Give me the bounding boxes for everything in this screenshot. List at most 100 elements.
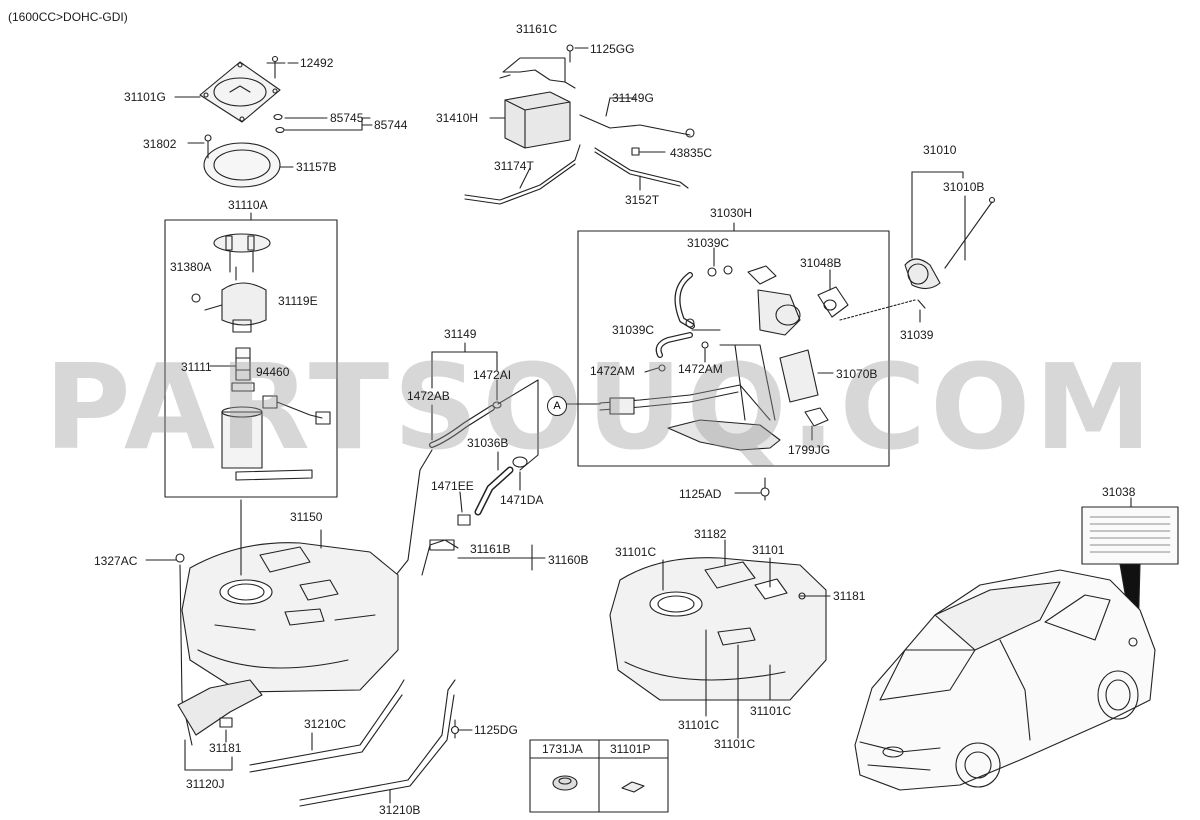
sender-94460 xyxy=(262,395,331,425)
part-label-31111[interactable]: 31111 xyxy=(181,360,212,374)
grommet-31380a xyxy=(191,293,201,303)
part-label-31380a[interactable]: 31380A xyxy=(170,260,212,274)
part-label-31110a[interactable]: 31110A xyxy=(228,198,268,212)
plug-1731ja-icon xyxy=(552,775,578,791)
table-header-31101p[interactable]: 31101P xyxy=(610,742,651,756)
strap-31210c xyxy=(249,679,405,773)
bolt-1125gg xyxy=(566,44,574,63)
bolt-31802 xyxy=(204,134,212,159)
car-illustration xyxy=(854,569,1156,791)
bolt-1327ac xyxy=(175,553,185,563)
part-label-31101[interactable]: 31101 xyxy=(752,543,785,557)
canister xyxy=(504,91,571,149)
vent-hose-31149 xyxy=(429,401,502,448)
part-label-31101c-d[interactable]: 31101C xyxy=(714,737,756,751)
part-label-1125dg[interactable]: 1125DG xyxy=(474,723,518,737)
part-label-31101g[interactable]: 31101G xyxy=(124,90,166,104)
pad-31101p-icon xyxy=(621,781,645,793)
filler-door-31010 xyxy=(904,258,941,290)
filler-pipe xyxy=(599,344,776,421)
part-label-1799jg[interactable]: 1799JG xyxy=(788,443,831,457)
part-label-31157b[interactable]: 31157B xyxy=(296,160,337,174)
strainer-cup xyxy=(221,406,313,481)
engine-spec-title: (1600CC>DOHC-GDI) xyxy=(8,10,128,24)
part-label-1472ab[interactable]: 1472AB xyxy=(407,389,450,403)
strap-31210b xyxy=(299,679,456,807)
part-label-12492[interactable]: 12492 xyxy=(300,56,334,70)
part-label-1471ee[interactable]: 1471EE xyxy=(431,479,474,493)
breather-hose-31039c xyxy=(674,265,733,329)
hose-1472am xyxy=(655,332,709,372)
lock-ring-31157b xyxy=(203,142,281,188)
part-label-94460[interactable]: 94460 xyxy=(256,365,290,379)
part-label-1472ai[interactable]: 1472AI xyxy=(473,368,512,382)
vapor-hose-31149g xyxy=(579,114,695,138)
part-label-31070b[interactable]: 31070B xyxy=(836,367,878,381)
shield-31120j xyxy=(177,679,263,736)
part-label-31174t[interactable]: 31174T xyxy=(494,159,534,173)
part-label-31119e[interactable]: 31119E xyxy=(278,294,318,308)
part-label-1472am-left[interactable]: 1472AM xyxy=(590,364,635,378)
part-label-31101c-a[interactable]: 31101C xyxy=(615,545,657,559)
part-label-31181-left[interactable]: 31181 xyxy=(209,741,242,755)
part-label-31181-right[interactable]: 31181 xyxy=(833,589,866,603)
part-label-31182[interactable]: 31182 xyxy=(694,527,727,541)
washer-85745 xyxy=(273,113,285,134)
clip-43835c xyxy=(631,147,640,156)
part-label-31039[interactable]: 31039 xyxy=(900,328,934,342)
pipe-31161b xyxy=(421,539,459,576)
heat-shield-tray xyxy=(667,419,781,451)
tube-31174t xyxy=(464,144,581,205)
part-label-31036b[interactable]: 31036B xyxy=(467,436,509,450)
part-label-31160b[interactable]: 31160B xyxy=(548,553,589,567)
part-label-31101c-b[interactable]: 31101C xyxy=(678,718,720,732)
fuel-tank-31150 xyxy=(181,542,399,693)
tube-3152t xyxy=(594,147,689,189)
small-parts-table-frame xyxy=(529,739,669,813)
screw-31039 xyxy=(917,299,926,309)
part-label-31048b[interactable]: 31048B xyxy=(800,256,842,270)
part-label-1125gg[interactable]: 1125GG xyxy=(590,42,635,56)
bolt-1125dg xyxy=(450,719,460,739)
part-label-31039c-top[interactable]: 31039C xyxy=(687,236,730,250)
filler-neck xyxy=(747,265,801,336)
clamp-1471ee xyxy=(457,514,471,526)
part-label-31150[interactable]: 31150 xyxy=(290,510,323,524)
part-label-31120j[interactable]: 31120J xyxy=(186,777,225,791)
pump-31111 xyxy=(231,347,255,392)
part-label-31161b[interactable]: 31161B xyxy=(470,542,511,556)
gasket-31048b xyxy=(817,286,849,318)
shield-31070b xyxy=(779,349,819,403)
part-label-31039c-mid[interactable]: 31039C xyxy=(612,323,655,337)
canister-bracket-31161c xyxy=(499,57,576,89)
part-label-31101c-c[interactable]: 31101C xyxy=(750,704,792,718)
part-label-1125ad[interactable]: 1125AD xyxy=(679,487,722,501)
part-label-31161c[interactable]: 31161C xyxy=(516,22,558,36)
part-label-31010b[interactable]: 31010B xyxy=(943,180,985,194)
part-label-31149g[interactable]: 31149G xyxy=(612,91,654,105)
part-label-31030h[interactable]: 31030H xyxy=(710,206,753,220)
pump-cover-plate-31101g xyxy=(199,61,281,123)
table-header-1731ja[interactable]: 1731JA xyxy=(542,742,583,756)
part-label-31410h[interactable]: 31410H xyxy=(436,111,479,125)
part-label-3152t[interactable]: 3152T xyxy=(625,193,660,207)
part-label-31802[interactable]: 31802 xyxy=(143,137,177,151)
pump-body xyxy=(204,282,267,333)
part-label-43835c[interactable]: 43835C xyxy=(670,146,713,160)
part-label-31210b[interactable]: 31210B xyxy=(379,803,421,817)
part-label-31210c[interactable]: 31210C xyxy=(304,717,347,731)
part-label-85745[interactable]: 85745 xyxy=(330,111,364,125)
part-label-85744[interactable]: 85744 xyxy=(374,118,408,132)
label-sticker-31038 xyxy=(1081,506,1179,565)
part-label-31010[interactable]: 31010 xyxy=(923,143,957,157)
part-label-31038[interactable]: 31038 xyxy=(1102,485,1136,499)
part-label-1327ac[interactable]: 1327AC xyxy=(94,554,138,568)
part-label-1472am-right[interactable]: 1472AM xyxy=(678,362,723,376)
callout-a: A xyxy=(547,396,567,416)
part-label-31149[interactable]: 31149 xyxy=(444,327,477,341)
bolt-1125ad xyxy=(760,477,770,501)
pad-31181-right xyxy=(798,592,806,600)
part-label-1471da[interactable]: 1471DA xyxy=(500,493,544,507)
